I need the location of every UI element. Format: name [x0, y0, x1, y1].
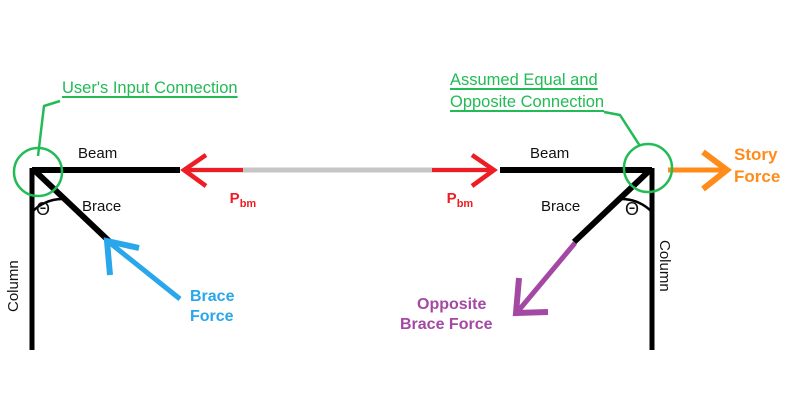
column-left-label: Column	[5, 260, 22, 312]
right-frame-group	[500, 167, 655, 350]
left-connection-leader	[36, 99, 61, 157]
right-connection-leader	[603, 110, 642, 147]
angle-arc-left	[31, 197, 63, 213]
beam-force-right-subscript: bm	[456, 197, 474, 210]
left-connection-annotation-label: User's Input Connection	[62, 79, 238, 97]
beam-force-right-label: Pbm	[430, 175, 474, 226]
brace-right-label: Brace	[541, 198, 581, 215]
column-right-label: Column	[656, 240, 673, 292]
beam-left-label: Beam	[78, 145, 118, 162]
brace-force-label-line1: Brace	[190, 288, 235, 305]
story-force-arrow	[668, 149, 732, 192]
story-force-label-line1: Story	[734, 145, 778, 164]
left-frame-group	[29, 167, 180, 350]
right-connection-circle	[622, 142, 674, 194]
brace-left-member	[31, 167, 113, 245]
angle-theta-right-symbol: Θ	[625, 199, 640, 219]
angle-theta-left-symbol: Θ	[36, 199, 51, 219]
brace-force-label-line2: Force	[190, 308, 234, 325]
beam-force-left-arrow	[180, 153, 243, 188]
brace-left-label: Brace	[82, 198, 122, 215]
right-connection-annotation-label-line1: Assumed Equal and	[450, 71, 598, 89]
opposite-brace-force-arrow	[512, 241, 577, 317]
beam-force-right-arrow	[432, 153, 498, 188]
opposite-brace-force-label-line2: Brace Force	[400, 316, 493, 333]
brace-right-member	[571, 167, 653, 245]
beam-right-label: Beam	[530, 145, 570, 162]
beam-force-right-symbol: P	[446, 189, 457, 207]
brace-force-arrow	[103, 237, 182, 301]
angle-arc-right	[621, 197, 653, 213]
beam-force-left-symbol: P	[229, 189, 240, 207]
story-force-label-line2: Force	[734, 167, 781, 186]
right-connection-annotation-label-line2: Opposite Connection	[450, 93, 605, 111]
beam-force-left-label: Pbm	[213, 175, 257, 226]
beam-force-left-subscript: bm	[239, 197, 257, 210]
opposite-brace-force-label-line1: Opposite	[417, 296, 487, 313]
